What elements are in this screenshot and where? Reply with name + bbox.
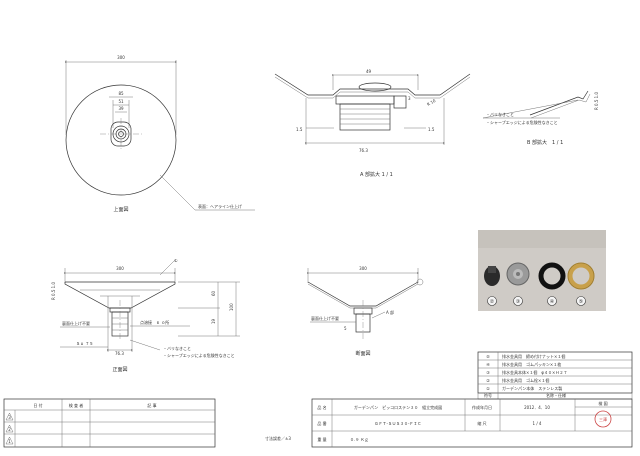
parts-row-2-desc: 排水金具用 ゴムパッキン×１枚	[502, 361, 561, 367]
top-finish-note: 表面：ヘアライン仕上げ	[198, 203, 242, 209]
photo-label-5: ⑤	[579, 299, 583, 305]
detail-a-drain-cap	[358, 82, 392, 92]
detail-a-pan-profile	[274, 73, 471, 96]
tb-code: ＧＦＴ-ＳＵＳ３０-ＦＩＣ	[375, 421, 422, 426]
detail-a-dim-side: 3	[408, 96, 411, 101]
detail-b-edge-profile	[529, 90, 589, 116]
front-label-s: Ｓｕ ７５	[76, 341, 93, 346]
section-dim-1: 5	[344, 326, 347, 331]
detail-a-dim-right: 1.5	[428, 127, 435, 132]
tb-weight: ０.９ Ｋｇ	[350, 437, 369, 442]
top-dim-outer: 300	[117, 55, 125, 60]
photo-label-2: ②	[490, 299, 495, 305]
front-dim-h1: 60	[211, 290, 216, 296]
top-view: 300 85 51 39 表面：ヘアライン仕上げ 上面図	[65, 55, 255, 213]
front-label-weld: 点溶接 ６ ｏ所	[140, 319, 169, 325]
top-dim-b: 51	[118, 99, 124, 104]
revision-table: 日 付 検 査 者 記 事 3 2 1	[3, 398, 216, 448]
parts-header-name: 名称・仕様	[546, 392, 566, 398]
section-label-a: A 部	[386, 309, 394, 315]
parts-row-5-no: ①	[486, 386, 490, 391]
detail-b: ・バリなきこと ・シャープエッジによる危険性なきこと R 0.5 1.0 B 部…	[482, 90, 599, 146]
front-view: 300 76.3 60 19 100 R 0.5 1.0 ① 裏面仕上げ不要 点…	[51, 258, 240, 373]
detail-a-thread-body	[339, 103, 391, 131]
tb-label-code: 品 番	[317, 420, 326, 426]
tb-stamp: 三澤	[599, 416, 607, 422]
title-block: 品 名 ガーデンパン ピッコロステン３０ 組立完成図 品 番 ＧＦＴ-ＳＵＳ３０…	[265, 398, 633, 448]
tb-scale: 1 / 4	[533, 421, 542, 426]
detail-b-note-1: ・バリなきこと	[486, 111, 514, 117]
detail-a-dim-top: 49	[366, 69, 372, 74]
tb-product: ガーデンパン ピッコロステン３０ 組立完成図	[354, 404, 442, 410]
parts-photo: ② ③ ④ ⑤	[478, 230, 606, 311]
section-view: 300 裏面仕上げ不要 A 部 5 断面図	[307, 266, 424, 357]
parts-list: ⑤ 排水金具用 締め付けナット×１個 ④ 排水金具用 ゴムパッキン×１枚 ③ 排…	[477, 351, 633, 400]
section-view-title: 断面図	[355, 350, 370, 357]
parts-row-3-no: ③	[486, 370, 490, 375]
photo-rubber-gasket	[538, 262, 566, 290]
detail-a-dim-left: 1.5	[296, 127, 303, 132]
section-dim-top: 300	[359, 266, 367, 271]
front-label-back: 裏面仕上げ不要	[62, 320, 90, 326]
rev-header-inspector: 検 査 者	[69, 402, 84, 408]
parts-header-no: 符号	[484, 392, 492, 398]
tb-label-name: 品 名	[317, 404, 326, 410]
photo-label-3: ③	[516, 299, 520, 305]
front-label-item: ①	[174, 258, 178, 263]
detail-b-dim-side: R 0.5 1.0	[594, 92, 599, 111]
detail-a-dim-r: R 10	[426, 98, 437, 107]
top-dim-c: 39	[118, 106, 124, 111]
tb-stamp-circle	[594, 410, 612, 428]
parts-row-1-desc: 排水金具用 締め付けナット×１個	[502, 353, 565, 359]
tb-label-weight: 重 量	[317, 436, 326, 442]
tb-date: 2012．4．10	[524, 405, 550, 410]
tb-label-scale: 縮 尺	[477, 420, 486, 426]
front-note-2: ・シャープエッジによる危険性なきこと	[163, 352, 235, 358]
parts-row-3-desc: 排水金具本体×１個 φ４０×Ｈ２７	[502, 369, 567, 375]
rev-mark-3: 3	[8, 415, 11, 420]
top-view-outer-circle	[65, 84, 177, 196]
rev-header-article: 記 事	[147, 402, 156, 408]
detail-a-dim-width: 76.3	[359, 148, 368, 153]
photo-label-4: ④	[550, 299, 555, 305]
rev-mark-2: 2	[8, 427, 11, 432]
parts-row-5-desc: ガーデンパン本体 ステンレス製	[502, 385, 562, 391]
front-dim-top: 300	[116, 266, 124, 271]
detail-b-note-2: ・シャープエッジによる危険性なきこと	[486, 119, 558, 125]
photo-brass-nut	[567, 262, 595, 290]
parts-row-1-no: ⑤	[486, 354, 490, 359]
parts-row-2-no: ④	[486, 362, 490, 367]
detail-a-title: A 部拡大 1 / 1	[360, 171, 393, 178]
detail-a: 49 76.3 1.5 1.5 R 10 3 A 部拡大 1 / 1	[274, 69, 471, 178]
top-dim-a: 85	[118, 91, 124, 96]
parts-row-4-no: ②	[486, 378, 490, 383]
tb-units-note: 寸法誤差／±3	[265, 435, 291, 441]
detail-b-title: B 部拡大 1 / 1	[527, 139, 563, 146]
rev-mark-1: 1	[8, 439, 11, 444]
front-dim-h2: 19	[211, 318, 216, 324]
rev-header-date: 日 付	[33, 402, 42, 408]
tb-label-check: 検 図	[598, 400, 607, 406]
section-label-back: 裏面仕上げ不要	[311, 315, 339, 321]
top-view-title: 上面図	[113, 206, 128, 213]
front-note-1: ・バリなきこと	[163, 345, 191, 351]
front-dim-left-top: R 0.5 1.0	[51, 282, 56, 301]
front-dim-h3: 100	[229, 303, 234, 311]
front-view-title: 正面図	[112, 367, 127, 373]
tb-label-date: 作成年月日	[472, 404, 492, 410]
front-dim-bottom: 76.3	[115, 351, 124, 356]
parts-row-4-desc: 排水金具用 ゴム栓×１個	[502, 377, 549, 383]
